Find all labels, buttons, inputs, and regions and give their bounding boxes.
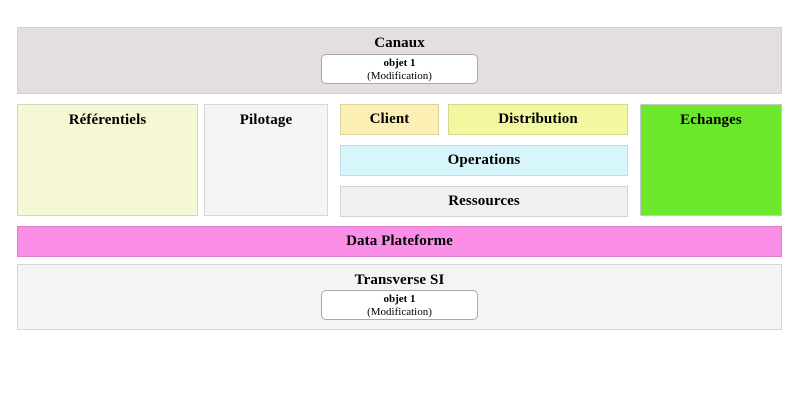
object-card-state: (Modification): [367, 306, 432, 318]
object-card-canaux-objet-1[interactable]: objet 1 (Modification): [321, 54, 478, 84]
block-transverse-si[interactable]: Transverse SI objet 1 (Modification): [17, 264, 782, 330]
block-ressources-title: Ressources: [448, 193, 520, 209]
block-operations[interactable]: Operations: [340, 145, 628, 176]
block-pilotage[interactable]: Pilotage: [204, 104, 328, 216]
block-data-plateforme-title: Data Plateforme: [346, 233, 453, 249]
block-client-title: Client: [369, 111, 410, 127]
block-echanges[interactable]: Echanges: [640, 104, 782, 216]
block-referentiels-title: Référentiels: [68, 112, 147, 128]
block-transverse-si-title: Transverse SI: [354, 272, 445, 288]
block-distribution-title: Distribution: [498, 111, 578, 127]
object-card-transverse-objet-1[interactable]: objet 1 (Modification): [321, 290, 478, 320]
block-pilotage-title: Pilotage: [239, 112, 293, 128]
core-domains-column: Client Distribution Operations Ressource…: [340, 104, 628, 217]
block-canaux-title: Canaux: [374, 35, 425, 51]
block-operations-title: Operations: [447, 152, 521, 168]
block-ressources[interactable]: Ressources: [340, 186, 628, 217]
block-referentiels[interactable]: Référentiels: [17, 104, 198, 216]
block-distribution[interactable]: Distribution: [448, 104, 628, 135]
object-card-name: objet 1: [383, 293, 416, 305]
block-canaux[interactable]: Canaux objet 1 (Modification): [17, 27, 782, 94]
object-card-name: objet 1: [383, 57, 416, 69]
block-data-plateforme[interactable]: Data Plateforme: [17, 226, 782, 257]
object-card-state: (Modification): [367, 70, 432, 82]
block-client[interactable]: Client: [340, 104, 439, 135]
block-echanges-title: Echanges: [680, 112, 742, 128]
